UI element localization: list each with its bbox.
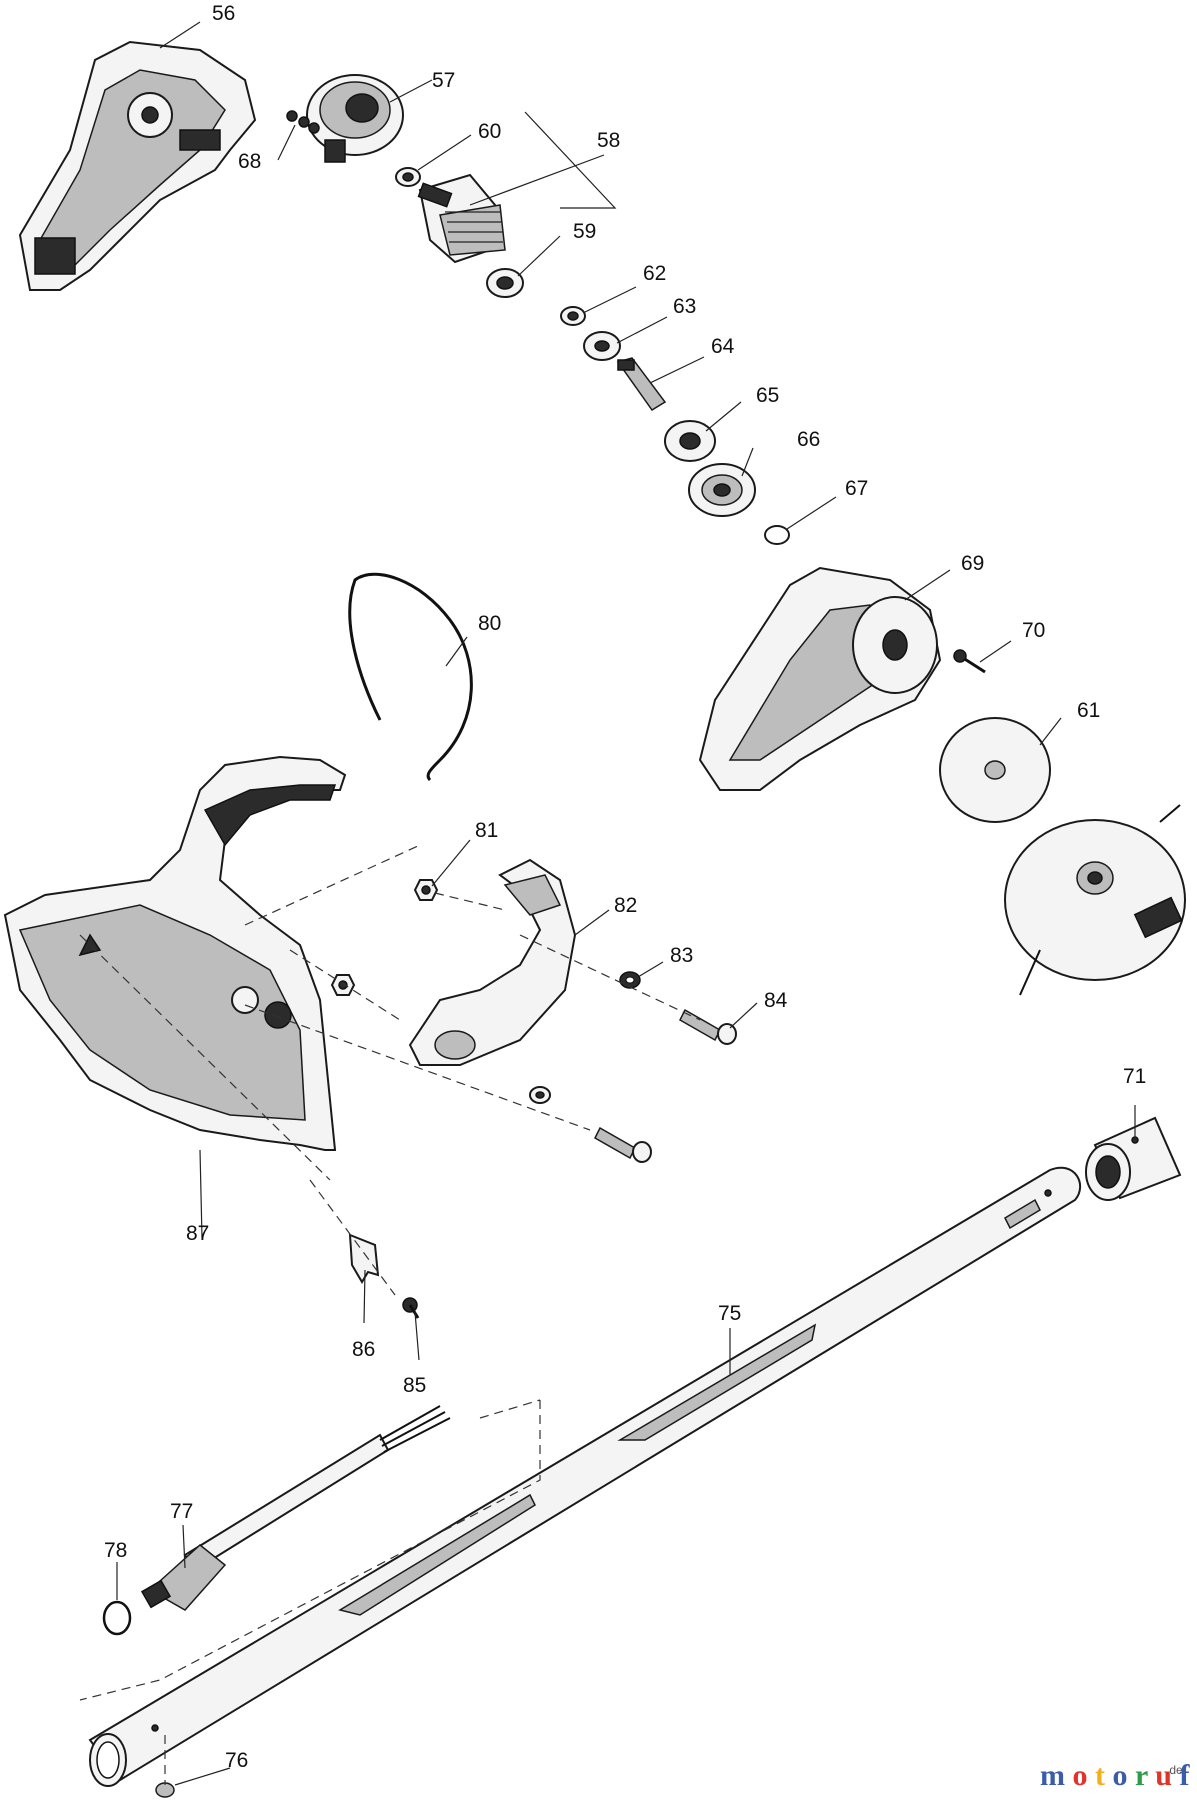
part-65-bearing (664, 420, 716, 462)
part-83-washer (619, 971, 641, 989)
label-82: 82 (614, 894, 637, 917)
part-84-bolt (679, 1008, 737, 1045)
label-81: 81 (475, 819, 498, 842)
part-76-screw (155, 1782, 175, 1798)
label-70: 70 (1022, 619, 1045, 642)
part-81-nut (413, 879, 439, 901)
label-76: 76 (225, 1749, 248, 1772)
part-86-clip (348, 1233, 380, 1284)
part-70-screw (953, 649, 986, 674)
assembly-lines (79, 844, 701, 1785)
part-66-bearing-cover (688, 463, 756, 517)
part-60-bearing (395, 167, 421, 187)
part-69-gear-housing (698, 566, 942, 791)
part-77-lead-assembly (140, 1405, 451, 1611)
label-86: 86 (352, 1338, 375, 1361)
motoruf-watermark: m o t o r u f .de (1040, 1759, 1190, 1792)
label-84: 84 (764, 989, 788, 1012)
cutting-head (1004, 804, 1186, 996)
label-80: 80 (478, 612, 501, 635)
part-71-coupler (1085, 1116, 1182, 1201)
label-56: 56 (212, 2, 235, 25)
label-62: 62 (643, 262, 666, 285)
part-67-o-ring (764, 525, 790, 545)
part-62-washer (560, 306, 586, 326)
part-labels: 56 57 58 59 60 61 62 63 64 65 66 67 68 6… (104, 2, 1146, 1772)
label-58: 58 (597, 129, 620, 152)
wm-letter-5: u (1155, 1759, 1172, 1792)
wm-letter-2: t (1095, 1759, 1105, 1792)
label-71: 71 (1123, 1065, 1146, 1088)
label-75: 75 (718, 1302, 741, 1325)
label-78: 78 (104, 1539, 127, 1562)
part-56-motor-housing (18, 40, 257, 291)
label-64: 64 (711, 335, 735, 358)
label-87: 87 (186, 1222, 209, 1245)
part-80-wire-guard (348, 572, 473, 782)
part-85-screw (402, 1297, 420, 1319)
label-85: 85 (403, 1374, 426, 1397)
part-64-spindle (616, 357, 667, 412)
label-68: 68 (238, 150, 261, 173)
part-58-armature (417, 173, 506, 264)
label-60: 60 (478, 120, 501, 143)
label-67: 67 (845, 477, 868, 500)
hex-nut-lower (330, 974, 356, 996)
label-65: 65 (756, 384, 779, 407)
label-59: 59 (573, 220, 596, 243)
part-82-guard-bracket (408, 858, 577, 1066)
part-63-gear (583, 331, 621, 361)
label-69: 69 (961, 552, 984, 575)
part-59-bearing (486, 268, 524, 298)
part-78-o-ring (102, 1600, 132, 1636)
label-63: 63 (673, 295, 696, 318)
wm-suffix: .de (1166, 1763, 1183, 1777)
part-57-stator (306, 74, 404, 163)
wm-letter-4: r (1135, 1759, 1148, 1792)
washer-lower (529, 1086, 551, 1104)
wm-letter-6: f (1179, 1759, 1190, 1792)
label-77: 77 (170, 1500, 193, 1523)
wm-letter-0: m (1040, 1759, 1065, 1792)
label-57: 57 (432, 69, 455, 92)
wm-letter-1: o (1073, 1759, 1088, 1792)
label-83: 83 (670, 944, 693, 967)
part-75-main-shaft (88, 1166, 1081, 1787)
svg-text:m o t o: m o t o r u f (1040, 1759, 1190, 1792)
label-66: 66 (797, 428, 820, 451)
part-61-disc (939, 717, 1051, 823)
bolt-lower (594, 1126, 652, 1163)
wm-letter-3: o (1113, 1759, 1128, 1792)
leader-lines (116, 21, 1136, 1786)
part-87-safety-guard (3, 755, 347, 1151)
label-61: 61 (1077, 699, 1100, 722)
part-68-screws (286, 110, 320, 134)
